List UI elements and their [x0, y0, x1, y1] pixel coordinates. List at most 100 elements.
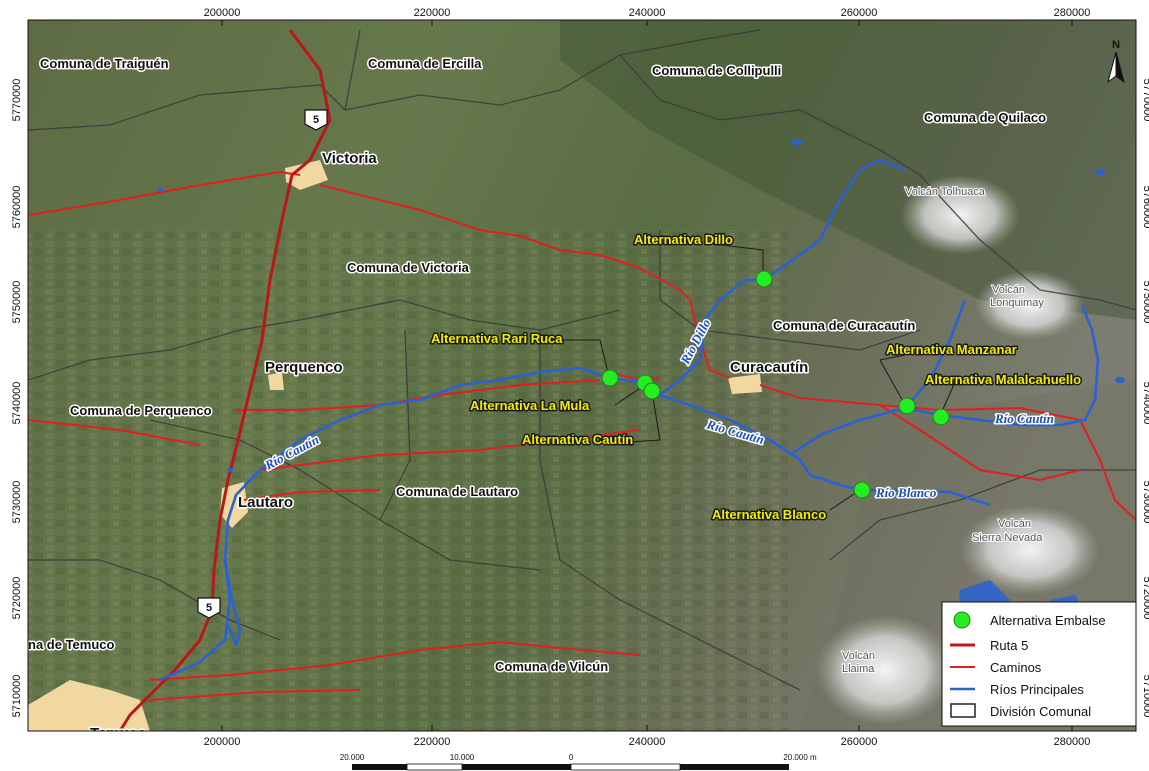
comuna-label: Comuna de Lautaro — [396, 484, 518, 499]
lonquimay-snow — [975, 270, 1085, 340]
urban-area-curacautin — [728, 374, 762, 394]
llaima-snow — [815, 615, 955, 725]
town-label: Victoria — [322, 150, 377, 167]
marker-dillo[interactable] — [755, 270, 773, 288]
x-tick-label: 240000 — [629, 736, 666, 748]
x-tick-label: 220000 — [414, 736, 451, 748]
y-tick-label: 5770000 — [1141, 79, 1149, 122]
legend: Alternativa Embalse Ruta 5 Caminos Ríos … — [941, 601, 1137, 727]
y-tick-label: 5710000 — [11, 675, 23, 718]
x-axis-top-labels: 200000 220000 240000 260000 280000 — [204, 7, 1091, 19]
map-body: 5 5 Comuna de Traiguén Comuna de Ercilla… — [28, 20, 1136, 742]
caminos-lines — [28, 170, 1136, 701]
legend-division-icon — [950, 703, 976, 718]
x-tick-label: 200000 — [204, 736, 241, 748]
river-label: Río Blanco — [875, 485, 937, 500]
scale-bar: 20.000 10.000 0 20.000 m — [340, 753, 817, 771]
scale-segment — [462, 764, 571, 770]
scale-label: 10.000 — [450, 753, 475, 762]
ruta-5-shield-north: 5 — [304, 109, 328, 131]
shield-label: 5 — [313, 114, 319, 126]
urban-area-temuco — [28, 680, 150, 731]
y-tick-label: 5770000 — [11, 79, 23, 122]
scale-segment — [406, 763, 463, 771]
north-label: N — [1112, 39, 1120, 51]
north-arrow: N — [1107, 39, 1125, 84]
volcano-label: Volcán — [992, 284, 1025, 296]
urban-area-perquenco — [268, 372, 284, 390]
x-tick-label: 260000 — [841, 7, 878, 19]
y-tick-label: 5750000 — [11, 281, 23, 324]
y-tick-label: 5720000 — [11, 577, 23, 620]
ruta-5-line — [118, 29, 332, 731]
coordinate-ticks — [221, 20, 1073, 731]
town-label: Perquenco — [265, 359, 343, 376]
river-label: Río Cautín — [994, 411, 1054, 426]
volcano-label: Llaima — [842, 663, 875, 675]
y-tick-label: 5710000 — [1141, 675, 1149, 718]
x-tick-label: 280000 — [1054, 7, 1091, 19]
ruta-5-shield-south: 5 — [197, 597, 221, 619]
comuna-label: Comuna de Ercilla — [368, 56, 482, 71]
y-axis-left-labels: 5770000 5760000 5750000 5740000 5730000 … — [11, 79, 23, 718]
marker-blanco[interactable] — [853, 481, 871, 499]
marker-cautin[interactable] — [643, 382, 661, 400]
y-tick-label: 5760000 — [1141, 186, 1149, 229]
scale-segment — [352, 764, 407, 770]
legend-label: División Comunal — [990, 704, 1091, 719]
town-labels: Victoria Perquenco Curacautín Lautaro Te… — [89, 149, 810, 742]
north-arrow-icon — [1115, 51, 1125, 84]
y-tick-label: 5750000 — [1141, 281, 1149, 324]
volcano-label: Volcán Tolhuaca — [905, 186, 986, 198]
y-tick-label: 5730000 — [11, 481, 23, 524]
comuna-label: Comuna de Curacautín — [773, 318, 915, 333]
legend-label: Ríos Principales — [990, 682, 1084, 697]
x-tick-label: 240000 — [629, 7, 666, 19]
x-axis-bottom-labels: 200000 220000 240000 260000 280000 — [204, 736, 1091, 748]
alternativa-label: Alternativa Cautín — [522, 432, 633, 447]
alternativa-label: Alternativa Blanco — [712, 507, 826, 522]
y-tick-label: 5760000 — [11, 186, 23, 229]
alternativa-label: Alternativa Manzanar — [886, 342, 1017, 357]
comuna-label: Comuna de Perquenco — [70, 403, 212, 418]
volcano-label: Sierra Nevada — [972, 532, 1043, 544]
marker-rari-ruca[interactable] — [601, 369, 619, 387]
farmland-texture — [28, 230, 788, 730]
volcano-label: Lonquimay — [990, 297, 1044, 309]
comuna-label: Comuna de Quilaco — [924, 110, 1046, 125]
scale-segment — [680, 764, 789, 770]
marker-manzanar[interactable] — [898, 397, 916, 415]
tolhuaca-snow — [900, 175, 1020, 255]
legend-label: Alternativa Embalse — [990, 613, 1106, 628]
legend-label: Ruta 5 — [990, 638, 1028, 653]
x-tick-label: 200000 — [204, 7, 241, 19]
town-label: Curacautín — [730, 359, 808, 376]
comuna-label: Comuna de Collipulli — [652, 63, 781, 78]
town-label: Lautaro — [238, 494, 293, 511]
y-axis-right-labels: 5770000 5760000 5750000 5740000 5730000 … — [1141, 79, 1149, 718]
y-tick-label: 5740000 — [1141, 382, 1149, 425]
comuna-label: na de Temuco — [28, 637, 115, 652]
scale-label: 20.000 m — [783, 753, 817, 762]
comuna-label: Comuna de Vilcún — [495, 659, 608, 674]
x-tick-label: 260000 — [841, 736, 878, 748]
alternativa-label: Alternativa Rari Ruca — [431, 331, 563, 346]
volcano-label: Volcán — [998, 518, 1031, 530]
x-tick-label: 220000 — [414, 7, 451, 19]
alternativa-labels: Alternativa Dillo Alternativa Rari Ruca … — [430, 231, 1083, 524]
volcano-labels: Volcán Tolhuaca Volcán Lonquimay Volcán … — [841, 185, 1045, 676]
scale-label: 20.000 — [340, 753, 365, 762]
scale-label: 0 — [569, 753, 574, 762]
comuna-label: Comuna de Victoria — [347, 260, 470, 275]
map-border — [27, 19, 1137, 732]
x-tick-label: 280000 — [1054, 736, 1091, 748]
small-lagoons — [157, 139, 1125, 472]
y-tick-label: 5720000 — [1141, 577, 1149, 620]
label-leader-lines — [560, 242, 956, 511]
legend-label: Caminos — [990, 660, 1042, 675]
sierra-nevada-snow — [960, 505, 1100, 595]
marker-malalcahuello[interactable] — [932, 408, 950, 426]
town-label: Temuco — [90, 725, 146, 742]
